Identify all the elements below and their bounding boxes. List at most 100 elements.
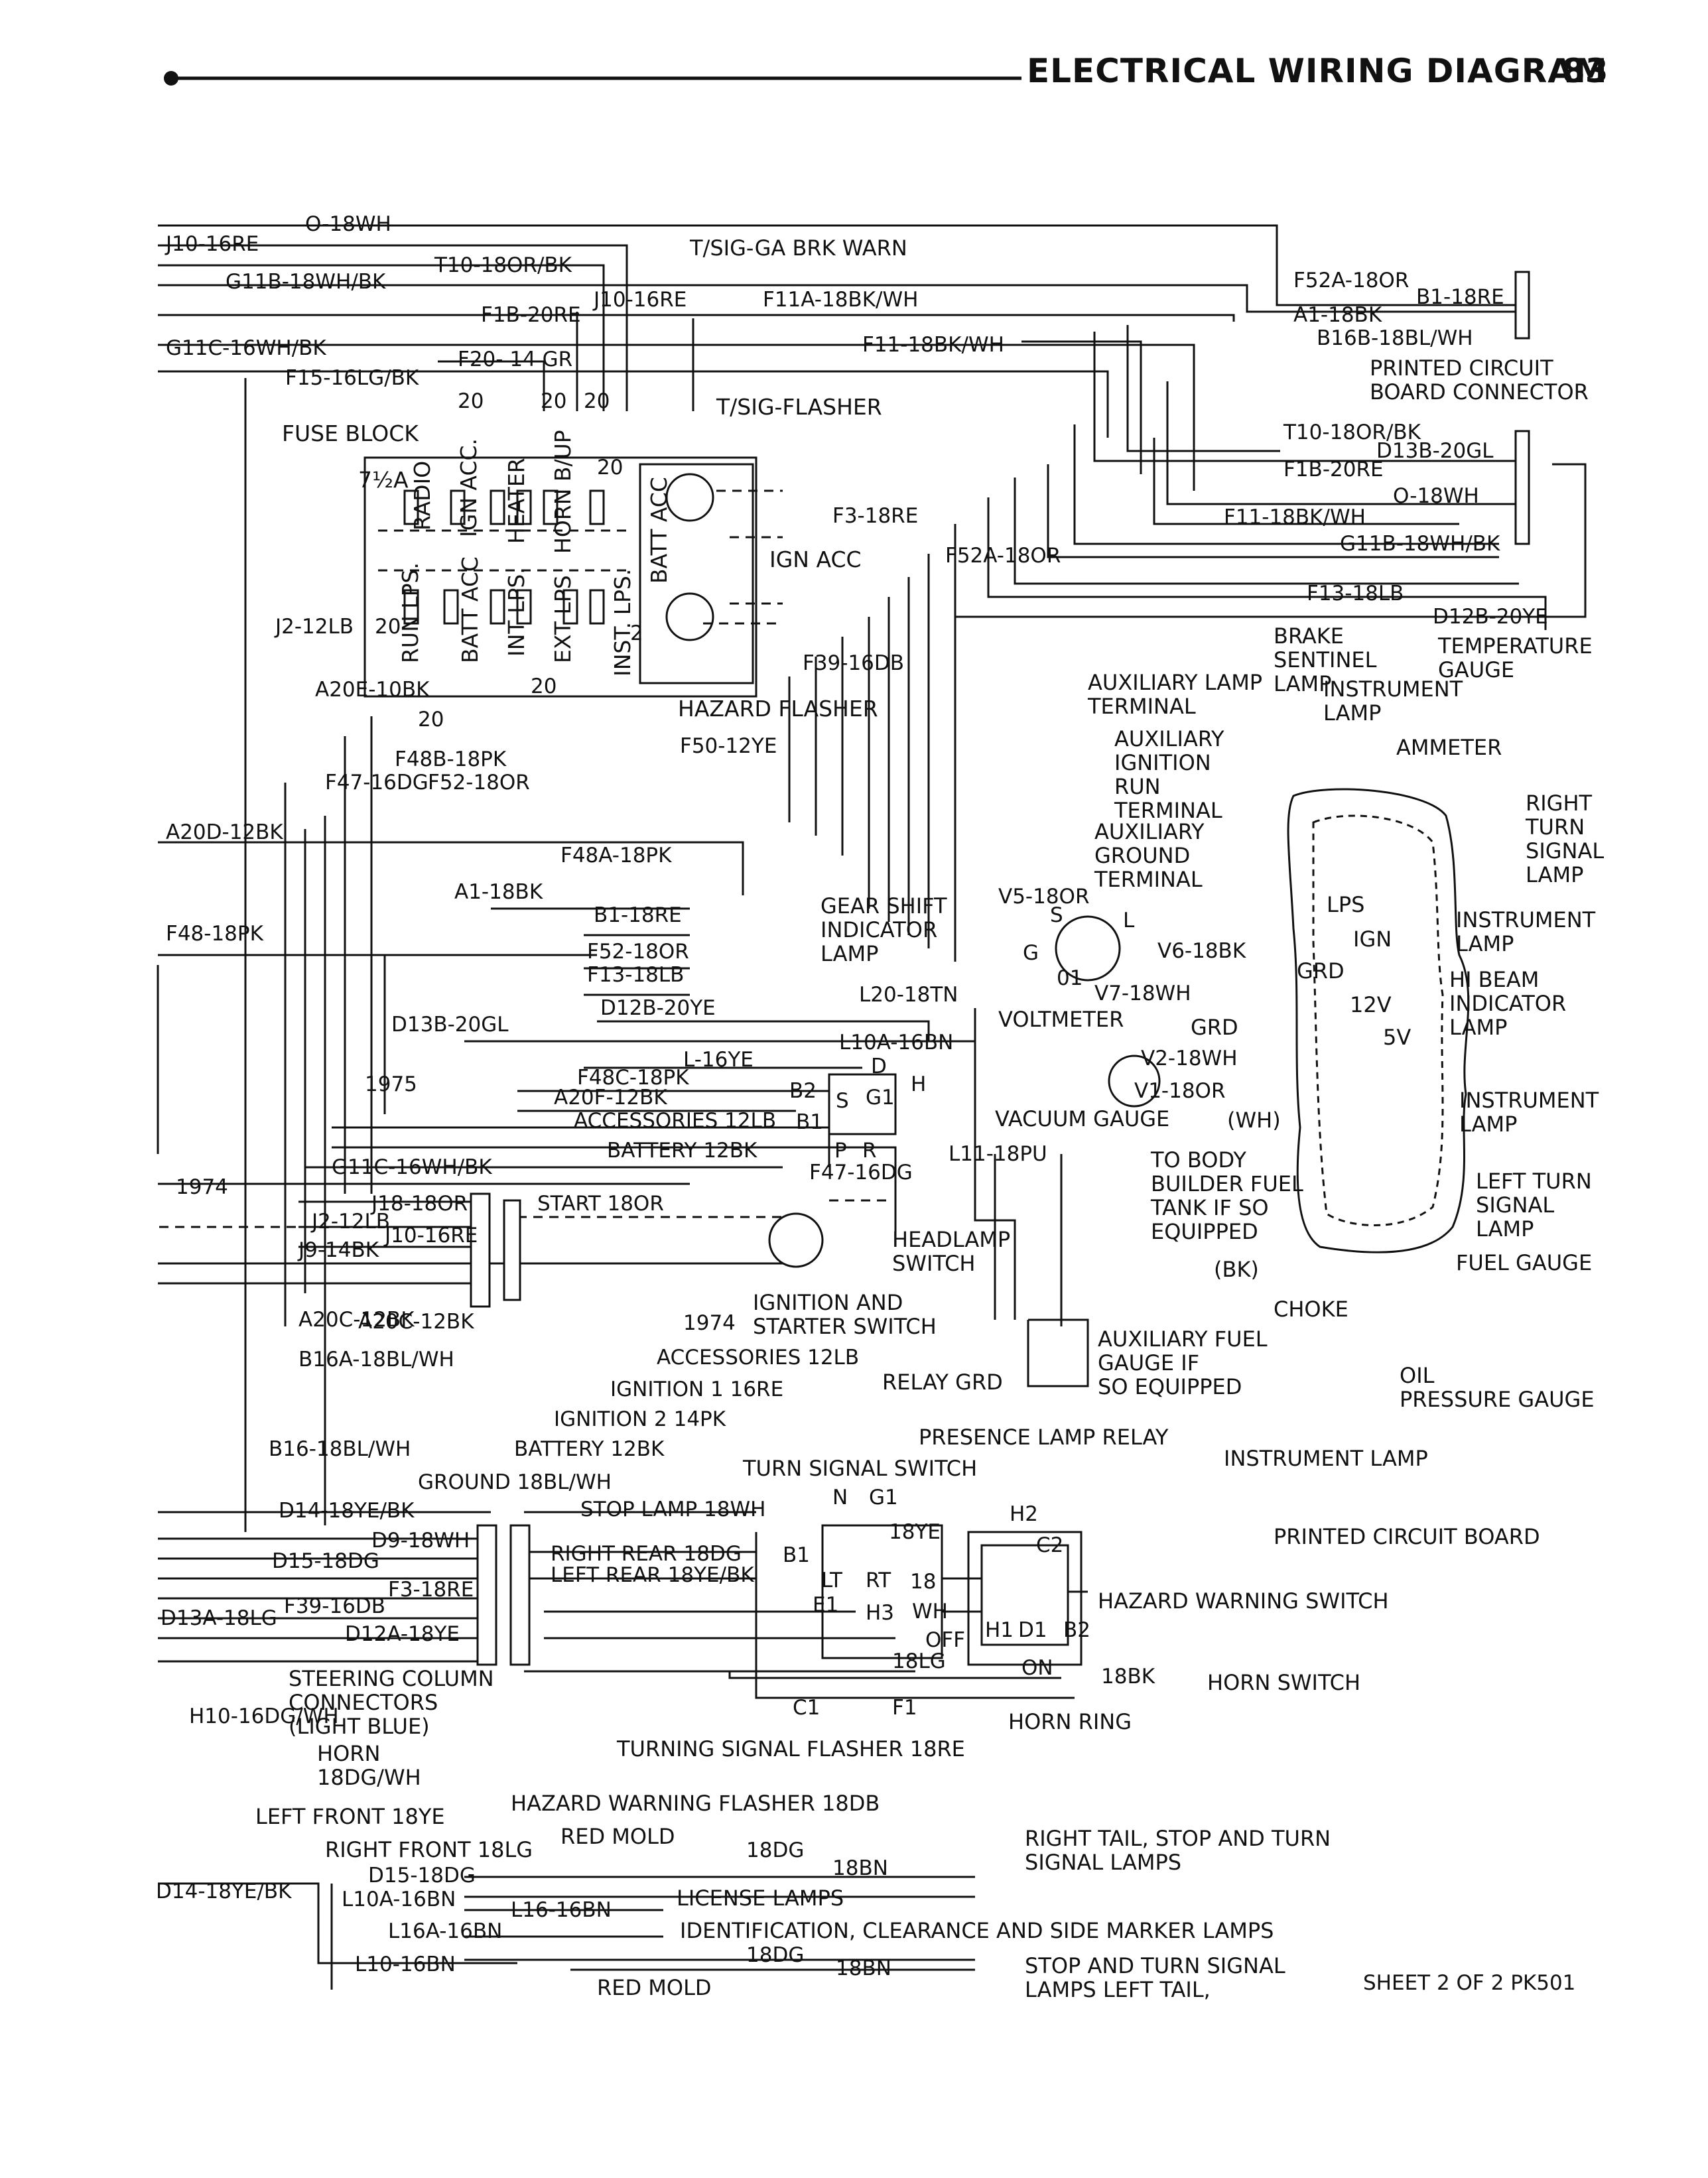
wire-label: J9-14BK bbox=[297, 1238, 379, 1262]
callout-label: (WH) bbox=[1227, 1108, 1281, 1133]
callout-label: SWITCH bbox=[892, 1251, 975, 1276]
wire-label: 18 bbox=[910, 1570, 936, 1594]
wire-label: BATTERY 12BK bbox=[607, 1139, 757, 1163]
callout-label: AUXILIARY bbox=[1114, 726, 1224, 751]
callout-label: GEAR SHIFT bbox=[821, 893, 947, 919]
callout-label: LAMP bbox=[1274, 671, 1331, 696]
callout-label: INSTRUMENT bbox=[1459, 1088, 1599, 1113]
callout-label: OIL bbox=[1400, 1363, 1435, 1388]
pcb-connector-bottom bbox=[1514, 430, 1530, 545]
fuse-label: IGN ACC bbox=[769, 546, 862, 572]
fuse-label: RUN LPS. bbox=[397, 562, 423, 663]
terminal-letter: C1 bbox=[793, 1696, 820, 1720]
fuse-label: HORN B/UP bbox=[550, 430, 576, 554]
callout-label: HEADLAMP bbox=[892, 1227, 1010, 1252]
wire-label: IGNITION 1 16RE bbox=[610, 1377, 783, 1401]
wire-label: L11-18PU bbox=[949, 1142, 1047, 1166]
wire-label: B16B-18BL/WH bbox=[1317, 326, 1473, 350]
wire-label: D12B-20YE bbox=[1433, 605, 1548, 629]
wire-label: F11-18BK/WH bbox=[1224, 505, 1366, 529]
wire-label: A20C-12BK bbox=[358, 1310, 474, 1334]
wire-label: V7-18WH bbox=[1094, 982, 1191, 1005]
wire-label: F15-16LG/BK bbox=[285, 366, 419, 390]
page-title: ELECTRICAL WIRING DIAGRAM bbox=[1027, 52, 1608, 90]
callout-label: RED MOLD bbox=[597, 1975, 712, 2000]
terminal-letter: B2 bbox=[1063, 1618, 1090, 1642]
callout-label: VACUUM GAUGE bbox=[995, 1106, 1169, 1131]
year-label: 1975 bbox=[365, 1072, 417, 1096]
wire-label: L16-16BN bbox=[511, 1898, 612, 1922]
wire-label: A20F-12BK bbox=[554, 1086, 667, 1110]
wire-label: F3-18RE bbox=[832, 504, 918, 528]
wire-label: 18DG bbox=[746, 1943, 804, 1967]
wire-label: F50-12YE bbox=[680, 734, 777, 758]
callout-label: HAZARD WARNING SWITCH bbox=[1098, 1588, 1389, 1614]
terminal-letter: RT bbox=[866, 1569, 891, 1592]
sheet-label: SHEET 2 OF 2 PK501 bbox=[1363, 1971, 1576, 1995]
callout-label: FUEL GAUGE bbox=[1456, 1250, 1592, 1275]
callout-label: TERMINAL bbox=[1114, 798, 1222, 823]
fuse-label: RADIO bbox=[409, 461, 435, 531]
wires bbox=[157, 224, 1587, 1990]
wire-label: 18DG bbox=[746, 1838, 804, 1862]
fuse-label: BATT ACC bbox=[457, 556, 483, 663]
callout-label: STARTER SWITCH bbox=[753, 1314, 937, 1339]
terminal-letter: P bbox=[834, 1139, 847, 1163]
wire-label: L16A-16BN bbox=[388, 1919, 502, 1943]
wire-label: F1B-20RE bbox=[1283, 458, 1384, 481]
year-label: 1974 bbox=[176, 1175, 228, 1199]
wire-label: F47-16DG bbox=[809, 1161, 913, 1185]
callout-label: STOP AND TURN SIGNAL bbox=[1025, 1953, 1285, 1978]
hazard-flasher bbox=[665, 592, 714, 641]
terminal-letter: L bbox=[1123, 909, 1135, 932]
callout-label: TURNING SIGNAL FLASHER 18RE bbox=[616, 1736, 965, 1762]
terminal-letter: B1 bbox=[783, 1543, 810, 1567]
wire-label: STOP LAMP 18WH bbox=[580, 1498, 765, 1521]
callout-label: IDENTIFICATION, CLEARANCE AND SIDE MARKE… bbox=[680, 1918, 1274, 1943]
terminal-letter: G bbox=[1023, 941, 1039, 965]
wire-label: O-18WH bbox=[1393, 484, 1479, 508]
wire-label: D12B-20YE bbox=[600, 996, 716, 1020]
callout-label: LAMP bbox=[1476, 1216, 1534, 1242]
callout-label: TEMPERATURE bbox=[1437, 633, 1593, 659]
ignition-switch-connector bbox=[470, 1192, 491, 1308]
callout-label: RELAY GRD bbox=[882, 1370, 1003, 1395]
callout-label: EQUIPPED bbox=[1151, 1219, 1258, 1244]
callout-label: IGN bbox=[1353, 927, 1392, 952]
terminal-letter: H1 bbox=[985, 1618, 1014, 1642]
wire-label: 18BN bbox=[832, 1856, 888, 1880]
callout-label: TERMINAL bbox=[1094, 867, 1203, 892]
page-number: 83 bbox=[1562, 52, 1609, 90]
terminal-letter: G1 bbox=[866, 1086, 895, 1110]
wire-label: D15-18DG bbox=[368, 1864, 476, 1888]
callout-label: TO BODY bbox=[1150, 1147, 1246, 1173]
wire-label: G11C-16WH/BK bbox=[166, 336, 326, 360]
wire-label: BATTERY 12BK bbox=[514, 1437, 665, 1461]
terminal-letter: H3 bbox=[866, 1601, 894, 1625]
callout-label: TURN SIGNAL SWITCH bbox=[742, 1456, 977, 1481]
callout-label: LPS bbox=[1327, 892, 1364, 917]
callout-label: PRESSURE GAUGE bbox=[1400, 1387, 1595, 1412]
wire-label: IGNITION 2 14PK bbox=[554, 1407, 726, 1431]
terminal-letter: H bbox=[911, 1072, 926, 1096]
fuse-amp-label: 20 bbox=[458, 389, 484, 413]
callout-label: HORN RING bbox=[1008, 1709, 1132, 1734]
wire-label: F39-16DB bbox=[803, 651, 904, 675]
callout-label: IGNITION bbox=[1114, 750, 1211, 775]
wire-label: V5-18OR bbox=[998, 885, 1090, 909]
terminal-letter: D bbox=[871, 1055, 887, 1078]
callout-label: (LIGHT BLUE) bbox=[289, 1714, 430, 1739]
callout-label: LICENSE LAMPS bbox=[677, 1886, 844, 1911]
wire-label: 18LG bbox=[892, 1649, 946, 1673]
wire-label: T10-18OR/BK bbox=[434, 253, 572, 277]
callout-label: SENTINEL bbox=[1274, 647, 1377, 673]
callout-label: CHOKE bbox=[1274, 1297, 1348, 1322]
callout-label: 18DG/WH bbox=[317, 1765, 421, 1790]
terminal-letter: F1 bbox=[892, 1696, 917, 1720]
fuse-label: EXT LPS bbox=[550, 575, 576, 663]
callout-label: GROUND bbox=[1094, 843, 1190, 868]
instrument-cluster-outline bbox=[1287, 788, 1470, 1253]
callout-label: LEFT TURN bbox=[1476, 1169, 1592, 1194]
wire-label: A20C-12BK bbox=[298, 1308, 415, 1332]
terminal-letter: 01 bbox=[1057, 966, 1083, 990]
